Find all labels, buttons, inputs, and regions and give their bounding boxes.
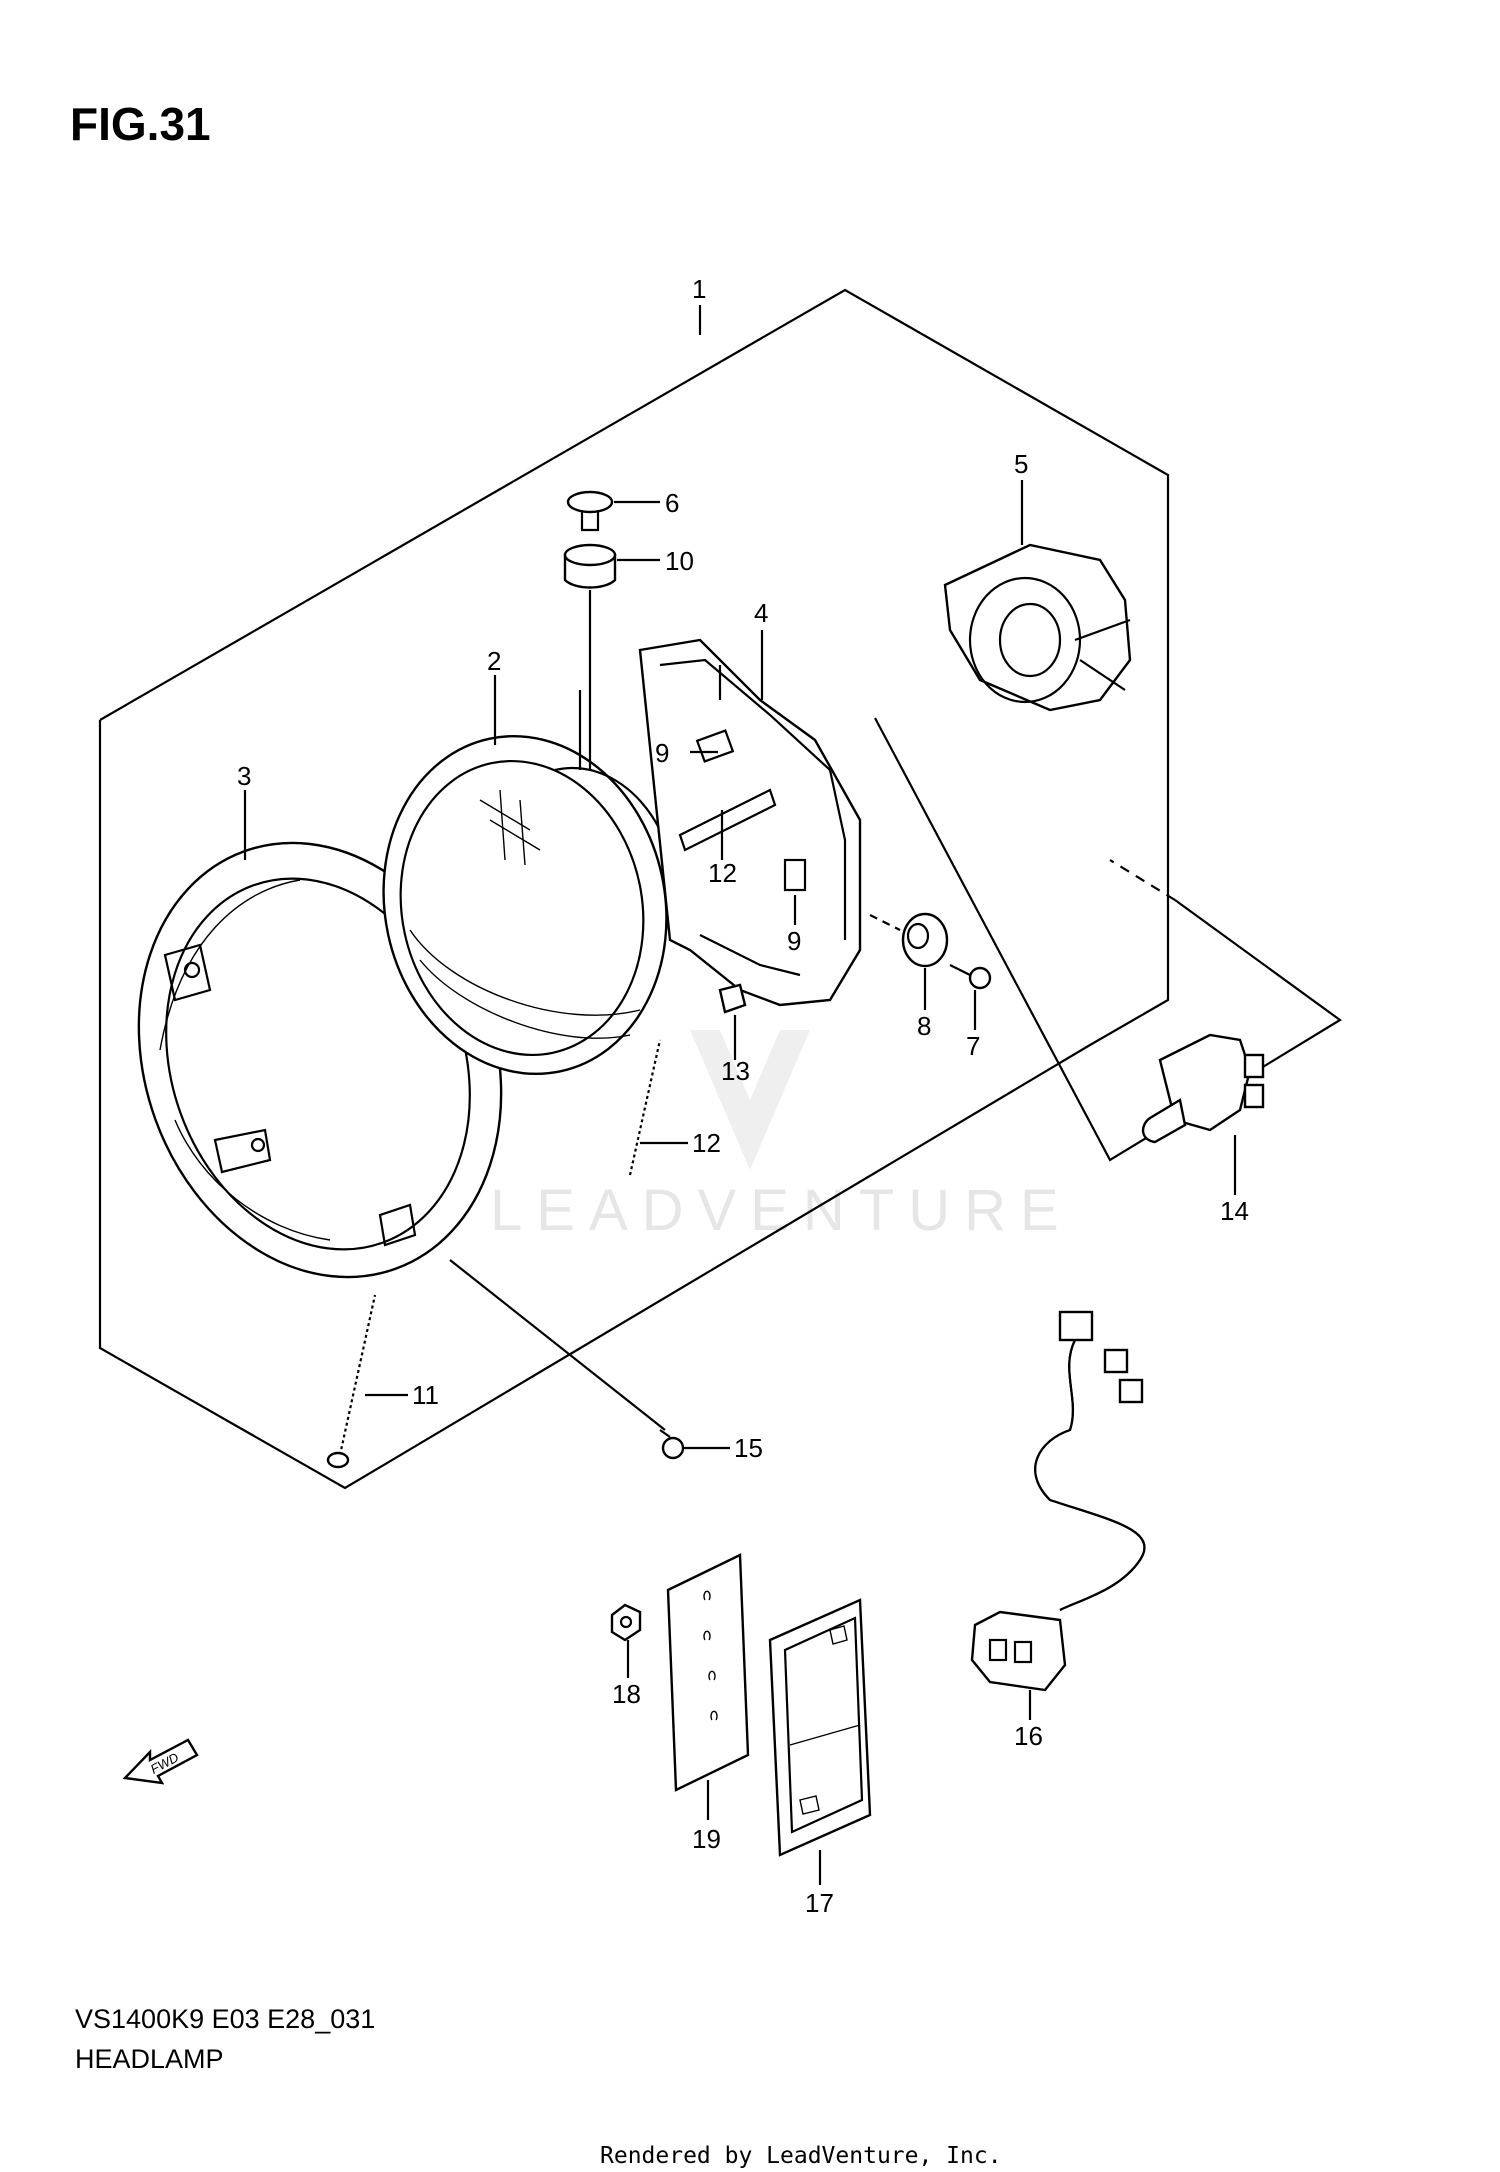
part-5-cover [943,543,1132,712]
assembly-boundary [98,288,1170,1490]
watermark-text: LEADVENTURE [490,1178,1073,1243]
credit-text: Rendered by LeadVenture, Inc. [600,2143,1002,2169]
callout-8: 8 [917,1011,931,1041]
callout-10: 10 [665,546,694,576]
part-4-bracket [578,638,862,1007]
part-8-grommet [901,912,949,968]
callout-7: 7 [966,1031,980,1061]
leader-lines [243,305,1024,1450]
fwd-arrow-icon: FWD [122,1738,199,1785]
callout-19: 19 [692,1824,721,1854]
part-15-screw [659,1429,685,1460]
callout-5: 5 [1014,449,1028,479]
part-19-gasket [666,1553,750,1820]
callout-16: 16 [1014,1721,1043,1751]
callout-1: 1 [692,274,706,304]
part-11-screw [326,1294,377,1469]
part-14-bulb [1141,1033,1265,1195]
watermark: LEADVENTURE [490,1030,1073,1243]
part-12-spring-lower [628,1039,662,1176]
figure-title: FIG.31 [70,98,211,150]
callout-17: 17 [805,1888,834,1918]
leader-8 [869,914,901,931]
part-16-harness [970,1310,1146,1720]
part-13-nut [718,983,747,1014]
part-2-lamp-unit [382,734,668,1076]
callout-9-upper: 9 [655,738,669,768]
callout-13: 13 [721,1056,750,1086]
leader-15 [449,1259,666,1431]
part-18-nut [610,1603,642,1678]
callout-12-upper: 12 [708,858,737,888]
callout-9-lower: 9 [787,926,801,956]
callout-18: 18 [612,1679,641,1709]
callout-2: 2 [487,646,501,676]
callout-14: 14 [1220,1196,1249,1226]
part-10-grommet [563,543,617,589]
section-name: HEADLAMP [75,2044,224,2074]
callout-4: 4 [754,598,768,628]
part-17-reflector [768,1598,872,1885]
callout-11: 11 [412,1380,439,1410]
part-7-screw [949,964,992,990]
callout-labels: 1 2 3 4 5 6 7 8 9 9 10 11 12 12 13 14 15… [237,274,1249,1918]
callout-6: 6 [665,488,679,518]
callout-3: 3 [237,761,251,791]
callout-15: 15 [734,1433,763,1463]
callout-12-lower: 12 [692,1128,721,1158]
part-6-screw [566,490,614,532]
model-code: VS1400K9 E03 E28_031 [75,2004,375,2034]
